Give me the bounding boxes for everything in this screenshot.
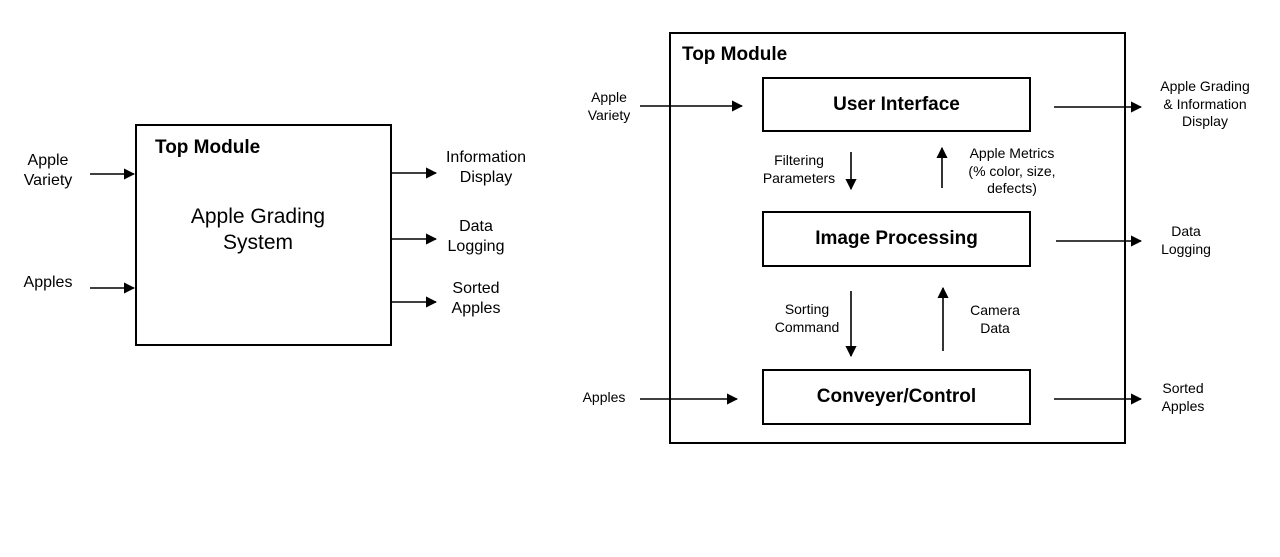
output-label-information-display: Information Display <box>445 149 527 186</box>
input-label-apple-variety: Apple Variety <box>23 152 73 189</box>
input-label-apple-variety-right: Apple Variety <box>587 89 631 123</box>
output-label-grading-display: Apple Grading & Information Display <box>1160 78 1250 129</box>
signal-label-camera-data: Camera Data <box>970 302 1020 336</box>
top-module-box-right <box>669 32 1126 444</box>
input-label-apples: Apples <box>23 274 73 291</box>
system-name-label: Apple Grading System <box>190 205 326 255</box>
image-processing-block: Image Processing <box>762 211 1031 267</box>
output-label-sorted-apples: Sorted Apples <box>451 280 501 317</box>
output-label-data-logging-right: Data Logging <box>1161 223 1211 257</box>
top-module-title-left: Top Module <box>155 137 261 158</box>
input-label-apples-right: Apples <box>582 389 626 405</box>
top-module-title-right: Top Module <box>682 44 788 65</box>
conveyer-control-block: Conveyer/Control <box>762 369 1031 425</box>
signal-label-filtering-parameters: Filtering Parameters <box>762 152 836 186</box>
signal-label-sorting-command: Sorting Command <box>774 301 840 335</box>
user-interface-block: User Interface <box>762 77 1031 132</box>
signal-label-apple-metrics: Apple Metrics (% color, size, defects) <box>968 145 1056 196</box>
top-module-box-left <box>135 124 392 346</box>
output-label-sorted-apples-right: Sorted Apples <box>1161 380 1205 414</box>
output-label-data-logging: Data Logging <box>447 218 505 255</box>
